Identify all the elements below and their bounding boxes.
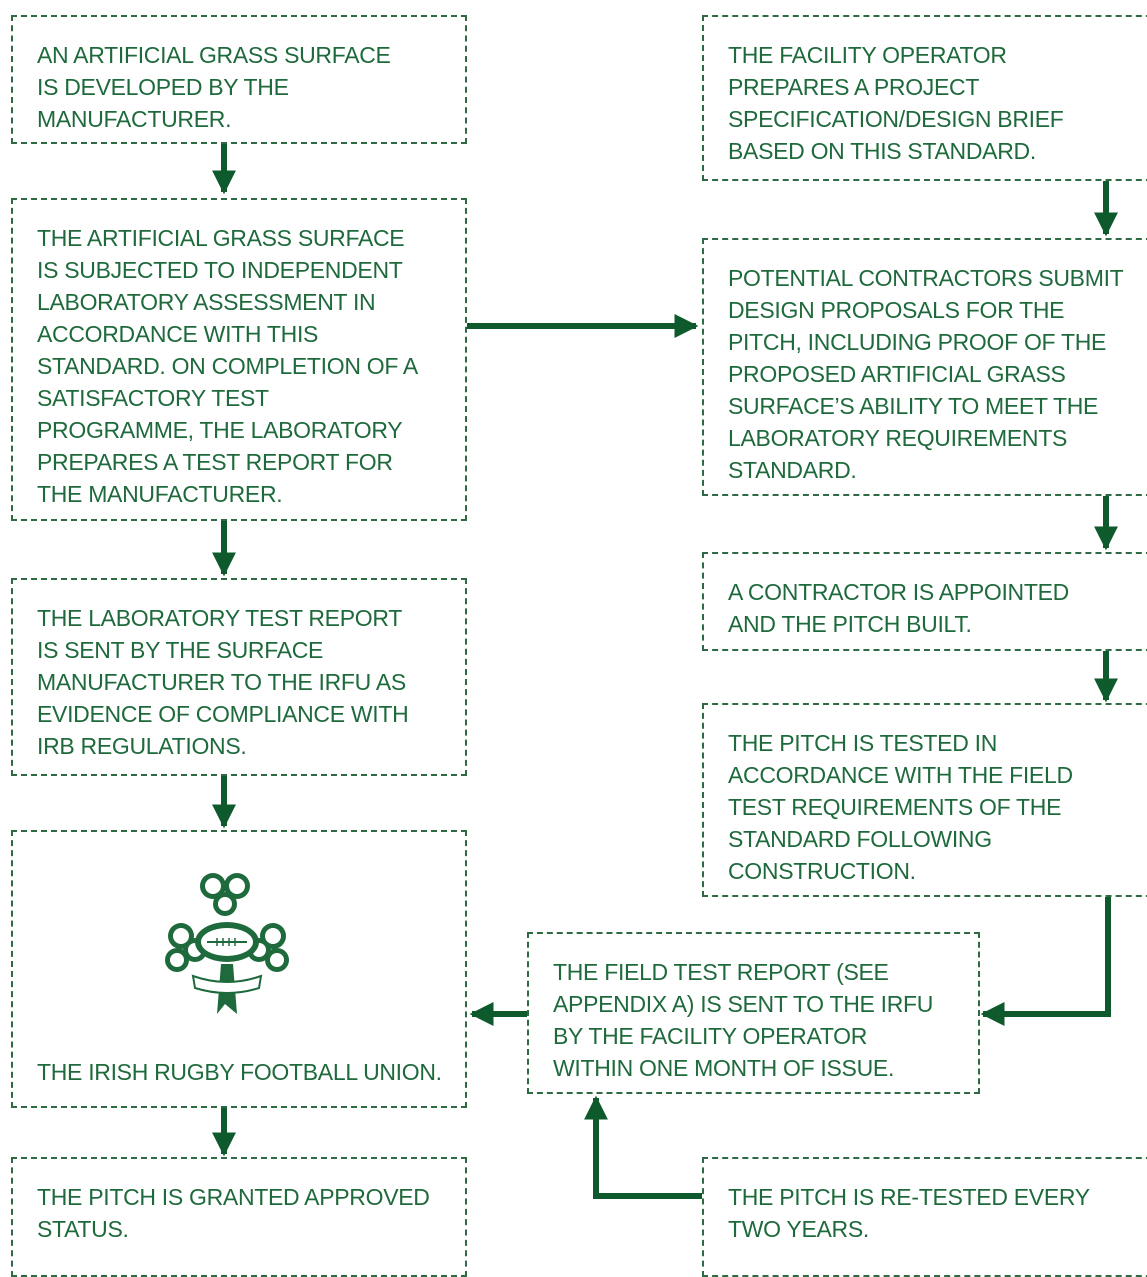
box-text: THE LABORATORY TEST REPORT IS SENT BY TH… bbox=[37, 605, 409, 759]
box-retested: THE PITCH IS RE-TESTED EVERY TWO YEARS. bbox=[702, 1157, 1147, 1277]
box-manufacturer-develops: AN ARTIFICIAL GRASS SURFACE IS DEVELOPED… bbox=[11, 15, 467, 144]
box-text: THE ARTIFICIAL GRASS SURFACE IS SUBJECTE… bbox=[37, 225, 417, 507]
box-text: THE FACILITY OPERATOR PREPARES A PROJECT… bbox=[728, 42, 1064, 164]
box-text: THE PITCH IS GRANTED APPROVED STATUS. bbox=[37, 1184, 430, 1242]
box-text: THE IRISH RUGBY FOOTBALL UNION. bbox=[37, 1059, 442, 1085]
box-text: THE PITCH IS RE-TESTED EVERY TWO YEARS. bbox=[728, 1184, 1090, 1242]
box-contractor-appointed: A CONTRACTOR IS APPOINTED AND THE PITCH … bbox=[702, 552, 1147, 651]
irfu-shamrock-logo-icon bbox=[165, 873, 289, 1014]
box-contractor-proposals: POTENTIAL CONTRACTORS SUBMIT DESIGN PROP… bbox=[702, 238, 1147, 496]
box-report-sent-to-irfu: THE LABORATORY TEST REPORT IS SENT BY TH… bbox=[11, 578, 467, 776]
arrow-field-tested-to-report bbox=[980, 897, 1111, 1026]
arrow-retest-to-report bbox=[584, 1095, 702, 1199]
box-operator-specification: THE FACILITY OPERATOR PREPARES A PROJECT… bbox=[702, 15, 1147, 181]
box-field-report: THE FIELD TEST REPORT (SEE APPENDIX A) I… bbox=[527, 932, 980, 1094]
box-text: POTENTIAL CONTRACTORS SUBMIT DESIGN PROP… bbox=[728, 265, 1123, 483]
box-text: A CONTRACTOR IS APPOINTED AND THE PITCH … bbox=[728, 579, 1069, 637]
flowchart: AN ARTIFICIAL GRASS SURFACE IS DEVELOPED… bbox=[11, 15, 1147, 1277]
box-field-tested: THE PITCH IS TESTED IN ACCORDANCE WITH T… bbox=[702, 703, 1147, 897]
flow-arrows bbox=[212, 144, 1118, 1199]
box-lab-assessment: THE ARTIFICIAL GRASS SURFACE IS SUBJECTE… bbox=[11, 198, 467, 521]
box-text: THE FIELD TEST REPORT (SEE APPENDIX A) I… bbox=[553, 959, 934, 1081]
box-text: THE PITCH IS TESTED IN ACCORDANCE WITH T… bbox=[728, 730, 1073, 884]
box-irfu: THE IRISH RUGBY FOOTBALL UNION. bbox=[11, 830, 467, 1108]
box-text: AN ARTIFICIAL GRASS SURFACE IS DEVELOPED… bbox=[37, 42, 391, 132]
